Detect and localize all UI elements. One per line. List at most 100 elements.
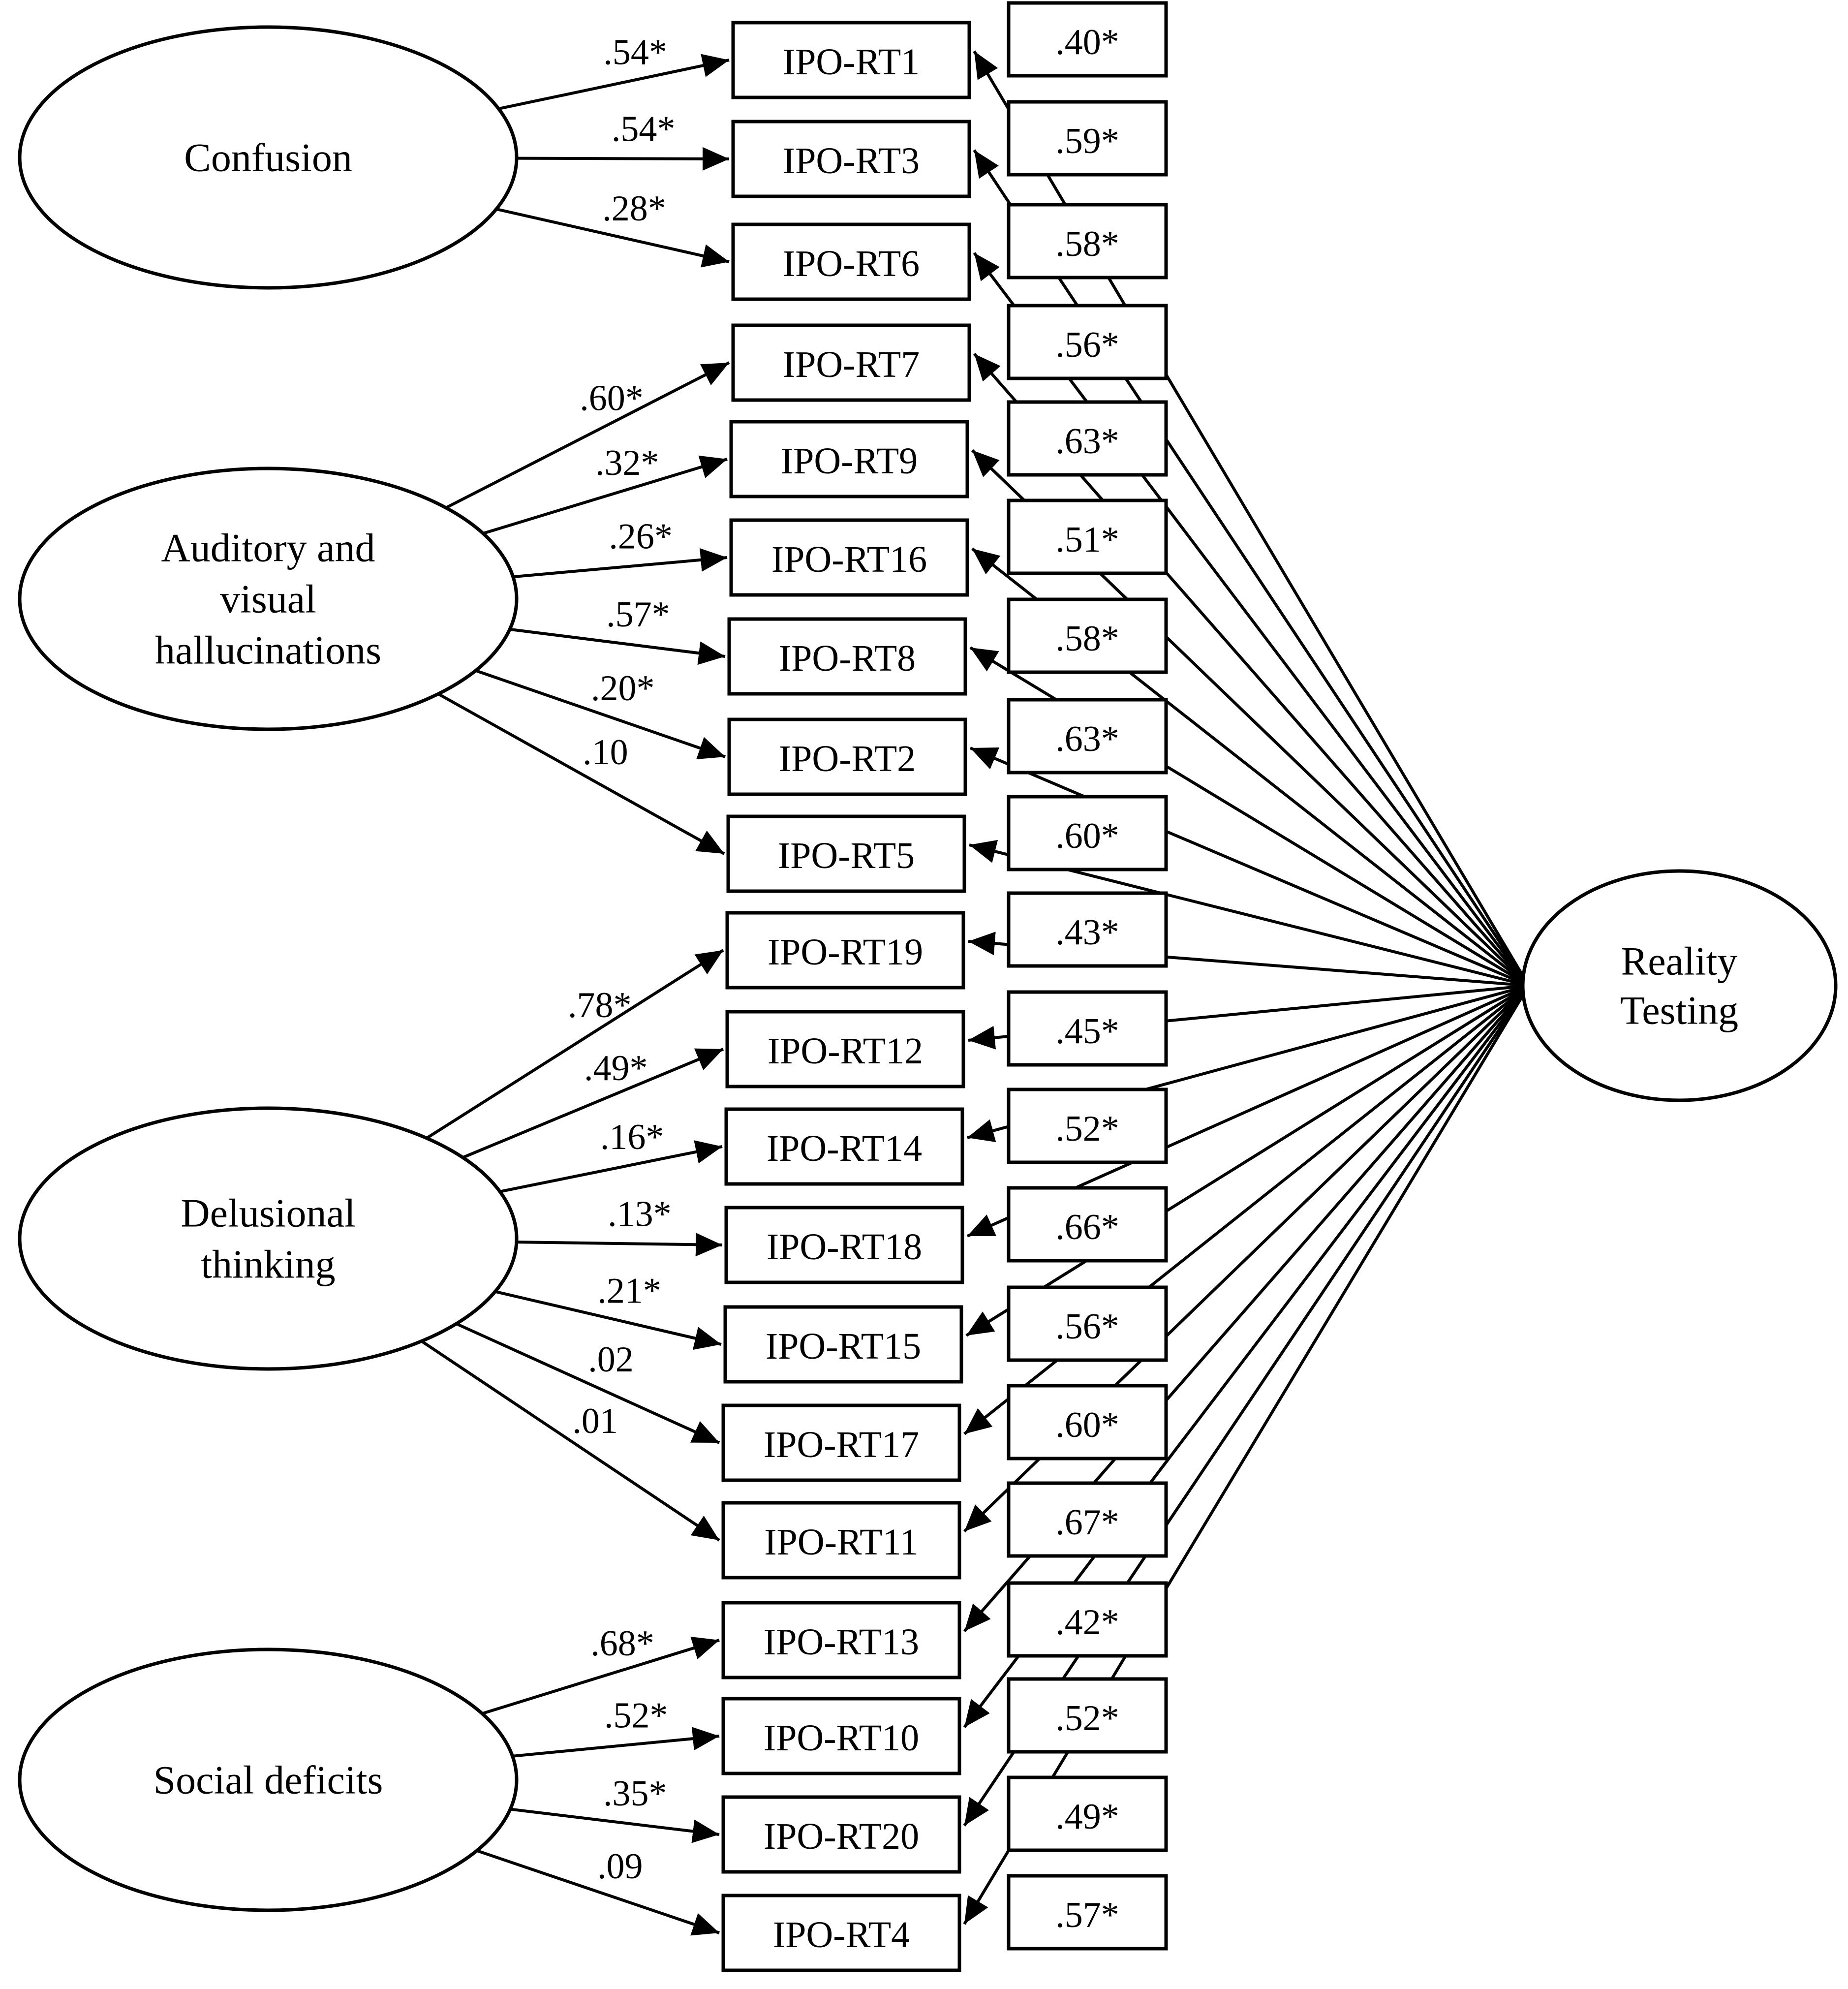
general-loading-box xyxy=(1007,1581,1168,1658)
item-box xyxy=(727,717,967,796)
general-loading-boxes: .40*.59*.58*.56*.63*.51*.58*.63*.60*.43*… xyxy=(1007,1,1168,1951)
item-label: IPO-RT11 xyxy=(764,1522,919,1563)
hallucinations-factor-oval xyxy=(18,466,519,731)
item-box xyxy=(729,518,969,597)
general-loading-label: .60* xyxy=(1055,816,1119,856)
hallucinations-factor-label: hallucinations xyxy=(155,628,381,673)
item-label: IPO-RT7 xyxy=(783,344,920,385)
item-label: IPO-RT8 xyxy=(779,638,916,679)
item-label: IPO-RT2 xyxy=(779,738,916,779)
item-box xyxy=(721,1697,961,1775)
general-loading-box xyxy=(1007,203,1168,280)
specific-loading-label: .09 xyxy=(597,1846,643,1887)
specific-loading-label: .54* xyxy=(612,109,676,149)
delusional-factor-oval xyxy=(18,1106,519,1371)
general-loading-label: .58* xyxy=(1055,224,1119,264)
item-box xyxy=(731,222,971,301)
item-box xyxy=(721,1601,961,1679)
specific-loading-label: .32* xyxy=(595,443,659,483)
general-path xyxy=(965,984,1530,1337)
specific-path xyxy=(516,147,730,171)
general-loading-box xyxy=(1007,1384,1168,1461)
general-loading-label: .57* xyxy=(1055,1895,1119,1935)
general-path xyxy=(969,746,1530,987)
specific-path xyxy=(510,1807,720,1843)
item-boxes: IPO-RT1IPO-RT3IPO-RT6IPO-RT7IPO-RT9IPO-R… xyxy=(721,21,971,1972)
general-loading-label: .56* xyxy=(1055,325,1119,365)
general-factor-paths xyxy=(963,50,1530,1925)
specific-loading-label: .21* xyxy=(597,1271,661,1311)
reality-testing-factor-label: Reality xyxy=(1621,939,1738,984)
specific-loading-label: .28* xyxy=(602,188,666,229)
confusion-factor-oval xyxy=(18,25,519,290)
general-loading-label: .45* xyxy=(1055,1011,1119,1052)
general-loading-box xyxy=(1007,1874,1168,1951)
general-loading-label: .43* xyxy=(1055,912,1119,953)
item-box xyxy=(721,1501,961,1580)
item-box xyxy=(731,21,971,99)
specific-loading-label: .16* xyxy=(600,1117,664,1157)
item-label: IPO-RT16 xyxy=(771,539,927,580)
general-loading-box xyxy=(1007,795,1168,871)
specific-loading-labels: .54*.54*.28*.60*.32*.26*.57*.20*.10.78*.… xyxy=(568,32,675,1887)
general-loading-label: .59* xyxy=(1055,121,1119,161)
specific-path xyxy=(482,1637,720,1715)
general-loading-box xyxy=(1007,1677,1168,1754)
specific-path xyxy=(475,669,726,760)
general-loading-box xyxy=(1007,400,1168,477)
specific-loading-label: .68* xyxy=(590,1623,654,1664)
item-label: IPO-RT9 xyxy=(781,440,918,482)
general-loading-label: .58* xyxy=(1055,619,1119,659)
general-loading-box xyxy=(1007,597,1168,674)
specific-loading-label: .02 xyxy=(588,1339,634,1380)
item-label: IPO-RT4 xyxy=(773,1914,910,1956)
general-loading-label: .60* xyxy=(1055,1405,1119,1445)
general-loading-label: .42* xyxy=(1055,1602,1119,1643)
general-loading-box xyxy=(1007,698,1168,775)
specific-path xyxy=(456,1322,720,1444)
item-label: IPO-RT10 xyxy=(764,1717,919,1759)
delusional-factor-label: Delusional xyxy=(181,1191,355,1236)
general-loading-box xyxy=(1007,1088,1168,1164)
item-label: IPO-RT15 xyxy=(766,1326,921,1367)
specific-path xyxy=(509,627,726,665)
item-box xyxy=(731,323,971,402)
general-loading-box xyxy=(1007,1775,1168,1852)
general-loading-label: .40* xyxy=(1055,22,1119,62)
specific-path xyxy=(426,949,724,1140)
item-label: IPO-RT6 xyxy=(783,243,920,284)
specific-path xyxy=(496,207,730,268)
delusional-factor-label: thinking xyxy=(201,1242,335,1287)
specific-path xyxy=(437,692,725,855)
specific-loading-label: .13* xyxy=(608,1194,672,1234)
general-loading-label: .52* xyxy=(1055,1698,1119,1739)
general-loading-label: .49* xyxy=(1055,1797,1119,1837)
specific-path xyxy=(476,1849,720,1936)
general-loading-label: .63* xyxy=(1055,421,1119,462)
general-loading-box xyxy=(1007,304,1168,380)
specific-loading-label: .52* xyxy=(604,1695,668,1736)
item-box xyxy=(721,1403,961,1482)
item-box xyxy=(731,120,971,198)
item-box xyxy=(727,617,967,696)
confusion-factor-label: Confusion xyxy=(184,135,352,180)
specific-loading-label: .26* xyxy=(609,517,673,557)
specific-loading-label: .35* xyxy=(603,1773,667,1814)
item-box xyxy=(724,1107,964,1186)
item-label: IPO-RT12 xyxy=(768,1030,923,1072)
general-loading-label: .67* xyxy=(1055,1502,1119,1543)
item-label: IPO-RT18 xyxy=(767,1226,922,1268)
specific-path xyxy=(421,1339,720,1542)
specific-path xyxy=(513,548,728,579)
item-label: IPO-RT13 xyxy=(764,1621,919,1663)
specific-loading-label: .01 xyxy=(572,1401,618,1441)
general-loading-box xyxy=(1007,990,1168,1067)
general-path xyxy=(973,149,1530,987)
item-box xyxy=(721,1894,961,1972)
specific-path xyxy=(512,1727,720,1758)
general-loading-label: .51* xyxy=(1055,520,1119,560)
general-loading-label: .52* xyxy=(1055,1109,1119,1149)
general-loading-box xyxy=(1007,498,1168,575)
